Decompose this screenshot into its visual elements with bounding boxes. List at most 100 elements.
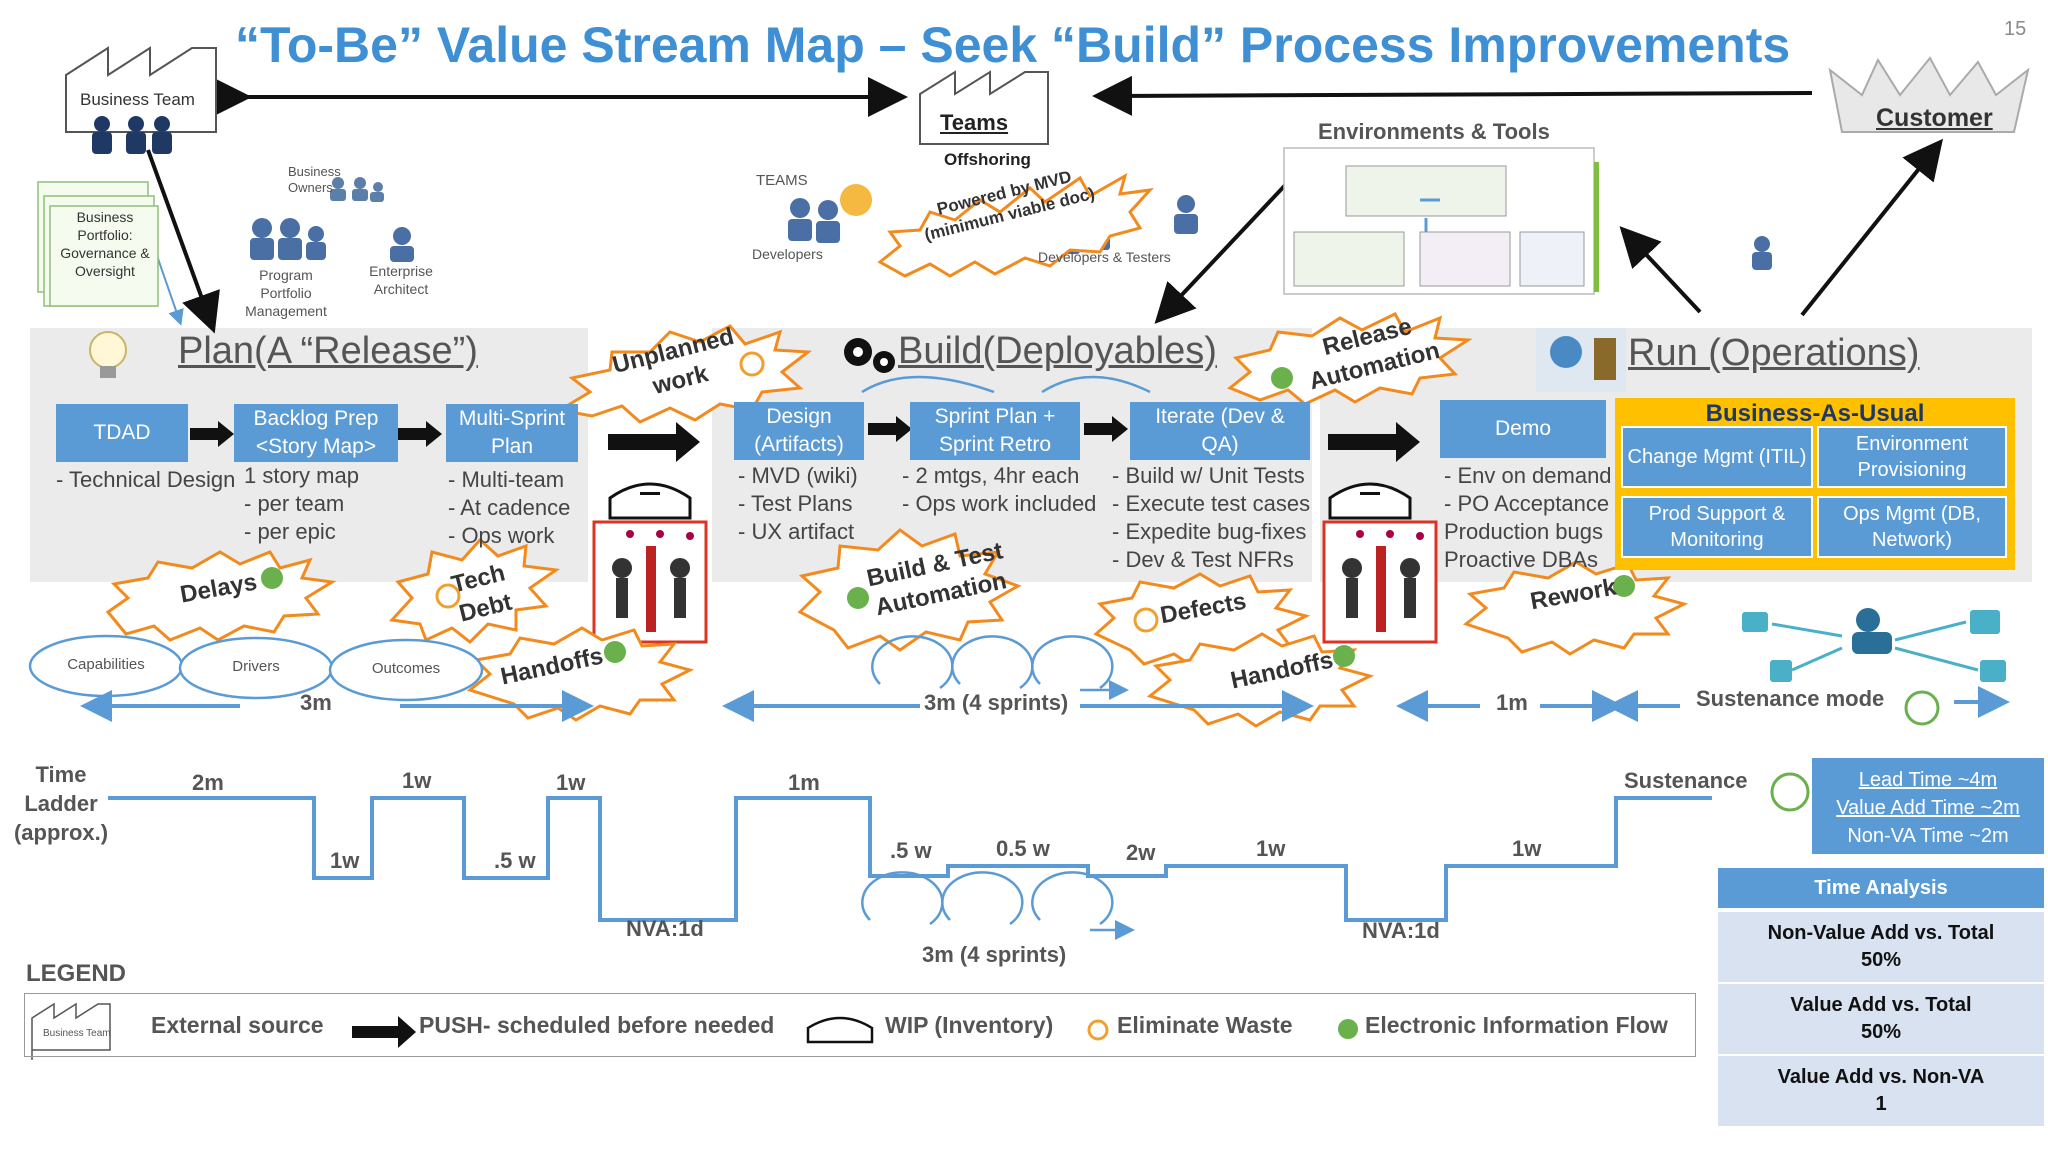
outcome-ellipses: [28, 634, 484, 702]
sprint-loops-top: [861, 375, 1151, 700]
multi-sprint-bullet: - Ops work: [448, 523, 555, 548]
business-team-label: Business Team: [80, 90, 195, 109]
drivers-label: Drivers: [232, 658, 280, 675]
tdad-box: TDAD: [56, 404, 188, 462]
sustenance-icons: [1770, 690, 1940, 812]
ops-mgmt-box: Ops Mgmt (DB, Network): [1817, 496, 2007, 558]
teams-label: Teams: [940, 110, 1009, 135]
capabilities-label: Capabilities: [67, 656, 145, 673]
gears-icon: [844, 338, 895, 373]
run-icon: [1536, 328, 1626, 392]
teams-small-label: TEAMS: [756, 172, 808, 189]
push-arrows: [190, 416, 1420, 462]
customer-crown-icon: [1828, 56, 2030, 133]
backlog-bullet: - per epic: [244, 519, 336, 544]
demo-bullet: - PO Acceptance: [1444, 491, 1610, 516]
backlog-prep-box: Backlog Prep <Story Map>: [234, 404, 398, 462]
page-number: 15: [2004, 18, 2027, 40]
legend-push-icon: [352, 1016, 416, 1048]
outcomes-label: Outcomes: [371, 660, 441, 677]
business-owners-label: Business Owners: [288, 164, 341, 195]
arrow-run-to-customer: [1800, 138, 1943, 317]
legend-factory-text: Business Team: [43, 1028, 111, 1039]
iterate-bullet: - Build w/ Unit Tests: [1112, 463, 1305, 488]
environments-tools-label: Environments & Tools: [1318, 119, 1550, 144]
ta-row-label: Non-Value Add vs. Total: [1767, 922, 1995, 944]
iterate-bullets: - Build w/ Unit Tests - Execute test cas…: [1112, 462, 1310, 574]
offshoring-label: Offshoring: [944, 150, 1031, 169]
iterate-bullet: - Execute test cases: [1112, 491, 1311, 516]
portfolio-document-icon: [37, 181, 159, 307]
design-bullet: - UX artifact: [738, 519, 855, 544]
iterate-bullet: - Dev & Test NFRs: [1112, 547, 1294, 572]
business-as-usual-panel: Business-As-Usual Change Mgmt (ITIL) Env…: [1615, 398, 2015, 570]
handoff-image-left: [592, 520, 708, 644]
sustenance-mode-label: Sustenance mode: [1696, 686, 1885, 711]
run-duration: 1m: [1496, 690, 1528, 715]
multi-sprint-bullets: - Multi-team - At cadence - Ops work: [448, 466, 570, 550]
build-duration: 3m (4 sprints): [924, 690, 1069, 715]
backlog-bullet: - per team: [244, 491, 345, 516]
prod-support-box: Prod Support & Monitoring: [1621, 496, 1813, 558]
burst-unplanned: [555, 324, 813, 424]
burst-build-test: [797, 528, 1022, 652]
developers-icon: [788, 184, 872, 243]
burst-powered-mvd: [877, 172, 1154, 278]
ta-row-label: Value Add vs. Non-VA: [1777, 1066, 1985, 1088]
demo-box: Demo: [1440, 400, 1606, 458]
enterprise-architect-label: Enterprise Architect: [369, 263, 433, 297]
time-analysis-row: Non-Value Add vs. Total 50%: [1718, 912, 2044, 982]
wip-inventory-icons: [608, 482, 1412, 520]
time-analysis-header: Time Analysis: [1718, 868, 2044, 908]
sprint-plan-bullet: - Ops work included: [902, 491, 1097, 516]
sprint-loops-bottom: [861, 871, 1135, 940]
multi-sprint-bullet: - At cadence: [448, 495, 571, 520]
burst-handoffs-2: [1146, 632, 1375, 728]
ta-row-value: 1: [1875, 1093, 1887, 1115]
ladder-value: 1w: [330, 848, 360, 873]
arrow-customer-to-teams: [1092, 75, 1813, 116]
ladder-value: NVA:1d: [1362, 918, 1440, 943]
legend-electronic-icon: [1338, 1019, 1358, 1039]
sprint-plan-box: Sprint Plan + Sprint Retro: [910, 402, 1080, 460]
legend-electronic-flow: Electronic Information Flow: [1365, 1012, 1668, 1038]
iterate-bullet: - Expedite bug-fixes: [1112, 519, 1307, 544]
demo-bullet: Production bugs: [1444, 519, 1603, 544]
tdad-bullet: - Technical Design: [56, 467, 236, 492]
ladder-value: Sustenance: [1624, 768, 1748, 793]
duration-arrows: [80, 686, 2010, 722]
ta-row-value: 50%: [1860, 949, 1902, 971]
run-phase-title: Run (Operations): [1628, 332, 1920, 374]
legend-push: PUSH- scheduled before needed: [419, 1012, 775, 1038]
wip-i-letters: [640, 492, 1380, 495]
ladder-value: .5 w: [890, 838, 932, 863]
program-portfolio-label: Program Portfolio Management: [245, 267, 327, 319]
iterate-box: Iterate (Dev & QA): [1130, 402, 1310, 460]
business-team-people-icon: [92, 116, 172, 154]
ladder-sprints-label: 3m (4 sprints): [922, 942, 1067, 967]
sprint-plan-bullet: - 2 mtgs, 4hr each: [902, 463, 1080, 488]
bau-title: Business-As-Usual: [1705, 400, 1925, 427]
tdad-bullets: - Technical Design: [56, 466, 235, 494]
plan-phase-title: Plan(A “Release”): [178, 330, 478, 372]
ladder-value: 1w: [556, 770, 586, 795]
eliminate-waste-icons: [435, 351, 1159, 633]
change-mgmt-box: Change Mgmt (ITIL): [1621, 426, 1813, 488]
demo-bullet: Proactive DBAs: [1444, 547, 1599, 572]
design-box: Design (Artifacts): [734, 402, 864, 460]
time-analysis-row: Value Add vs. Non-VA 1: [1718, 1056, 2044, 1126]
legend-factory-icon: [31, 1002, 111, 1060]
arrow-run-to-env: [1619, 226, 1702, 314]
design-bullet: - Test Plans: [738, 491, 853, 516]
time-ladder-label: Time Ladder (approx.): [13, 762, 109, 845]
program-portfolio-icon: [250, 218, 326, 260]
design-bullet: - MVD (wiki): [738, 463, 858, 488]
demo-bullets: - Env on demand - PO Acceptance Producti…: [1444, 462, 1612, 574]
handoff-image-right: [1322, 520, 1438, 644]
ladder-value: 1w: [402, 768, 432, 793]
ops-person-icon: [1752, 236, 1772, 270]
sprint-plan-bullets: - 2 mtgs, 4hr each - Ops work included: [902, 462, 1096, 518]
env-provisioning-box: Environment Provisioning: [1817, 426, 2007, 488]
